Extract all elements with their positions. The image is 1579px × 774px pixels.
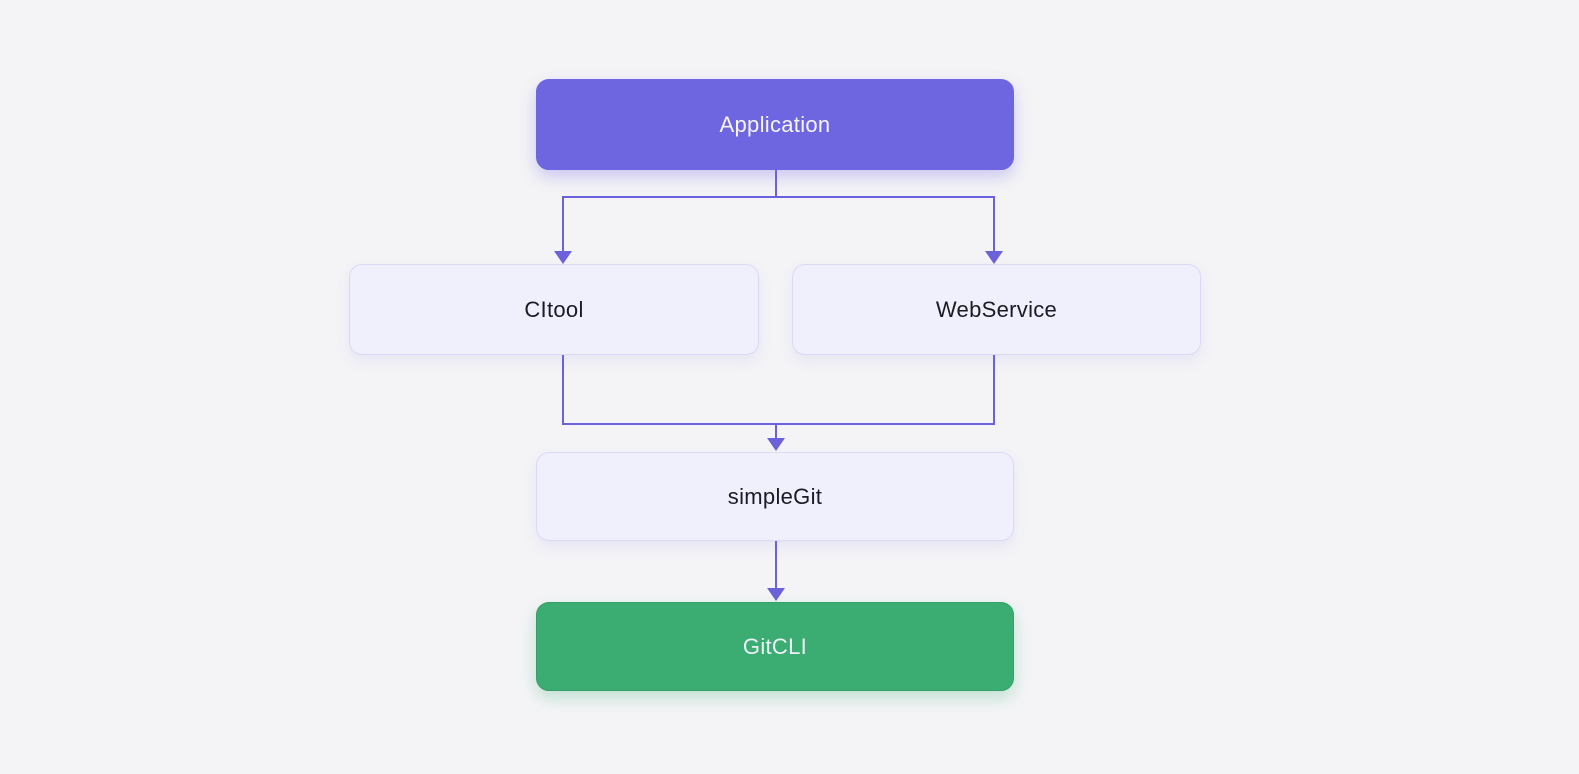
node-simplegit: simpleGit [536, 452, 1014, 541]
edge-application-stem [775, 170, 777, 198]
arrowhead-into-simplegit [767, 438, 785, 451]
node-gitcli: GitCLI [536, 602, 1014, 691]
edge-webservice-down [993, 355, 995, 425]
node-citool-label: CItool [524, 296, 584, 322]
arrowhead-into-webservice [985, 251, 1003, 264]
arrowhead-into-gitcli [767, 588, 785, 601]
edge-merge-stem [775, 424, 777, 438]
edge-application-webservice-drop [993, 196, 995, 252]
node-webservice: WebService [792, 264, 1201, 355]
node-application: Application [536, 79, 1014, 170]
node-simplegit-label: simpleGit [727, 483, 823, 509]
edge-simplegit-gitcli [775, 541, 777, 588]
node-citool: CItool [349, 264, 759, 355]
edge-merge-horizontal [562, 423, 995, 425]
edge-application-split-horizontal [562, 196, 995, 198]
node-application-label: Application [719, 111, 831, 137]
node-webservice-label: WebService [935, 296, 1058, 322]
node-gitcli-label: GitCLI [742, 633, 808, 659]
arrowhead-into-citool [554, 251, 572, 264]
edge-application-citool-drop [562, 196, 564, 252]
edge-citool-down [562, 355, 564, 425]
